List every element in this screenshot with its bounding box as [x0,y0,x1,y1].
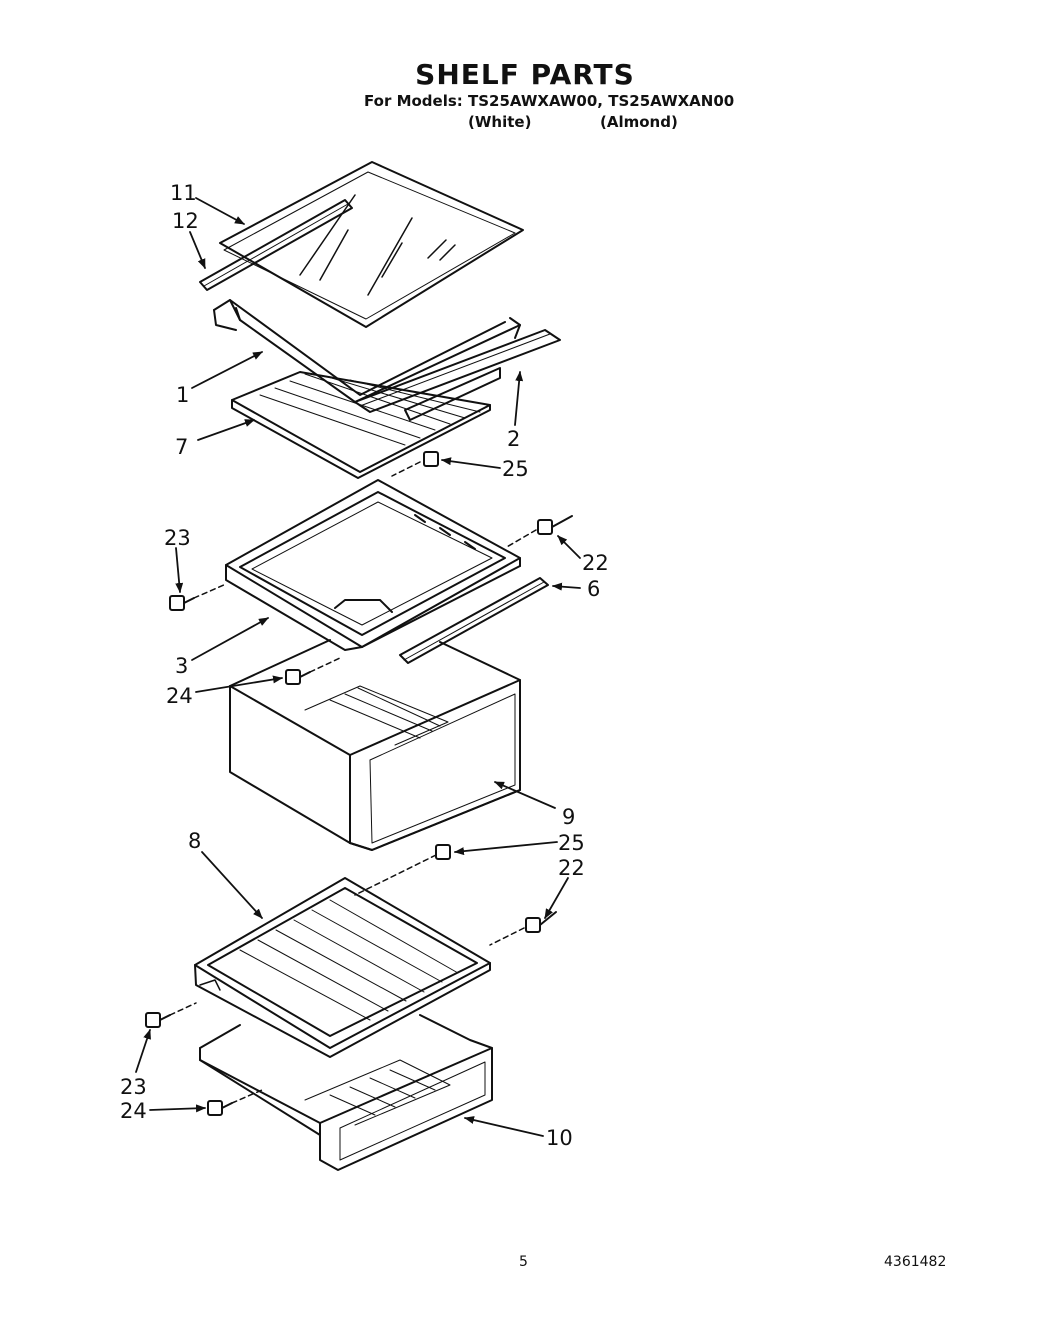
crisper-front-trim [399,577,549,664]
crisper-frame-upper [225,479,521,651]
callout-22-lower: 22 [558,856,585,880]
crisper-cover-lower [194,877,491,1058]
alignment-lines [169,461,537,1104]
leader-lines [135,197,581,1137]
crisper-drawer [229,639,521,851]
variant-almond: (Almond) [600,113,678,131]
callout-11: 11 [170,181,197,205]
callout-12: 12 [172,209,199,233]
callout-7: 7 [175,435,188,459]
callout-22-upper: 22 [582,551,609,575]
page-number: 5 [519,1254,528,1270]
callout-25-lower: 25 [558,831,585,855]
crisper-cover-upper [231,371,491,479]
callout-9: 9 [562,805,575,829]
callout-24-upper: 24 [166,684,193,708]
shelf-frame [213,299,521,403]
shelf-side-trim [354,329,561,421]
pin-22-lower [525,911,557,933]
pin-23-upper [169,595,195,611]
glass-shelf [219,161,524,328]
document-number: 4361482 [884,1254,947,1270]
pin-22-upper [537,515,573,535]
callout-23-upper: 23 [164,526,191,550]
callout-3: 3 [175,654,188,678]
pin-24-lower [207,1100,233,1116]
callout-24-lower: 24 [120,1099,147,1123]
glass-trim-rear [199,199,353,291]
models-line: For Models: TS25AWXAW00, TS25AWXAN00 [364,92,735,110]
pin-23-lower [145,1012,171,1028]
crisper-drawer-lower [199,1014,493,1171]
callout-25-upper: 25 [502,457,529,481]
clip-25-upper [423,451,439,467]
callout-23-lower: 23 [120,1075,147,1099]
callout-1: 1 [176,383,189,407]
variant-white: (White) [468,113,532,131]
pin-24-upper [285,669,311,685]
callout-2: 2 [507,427,520,451]
callout-8: 8 [188,829,201,853]
clip-25-lower [435,844,451,860]
page-title: SHELF PARTS [415,58,635,91]
callout-10: 10 [546,1126,573,1150]
callout-6: 6 [587,577,600,601]
